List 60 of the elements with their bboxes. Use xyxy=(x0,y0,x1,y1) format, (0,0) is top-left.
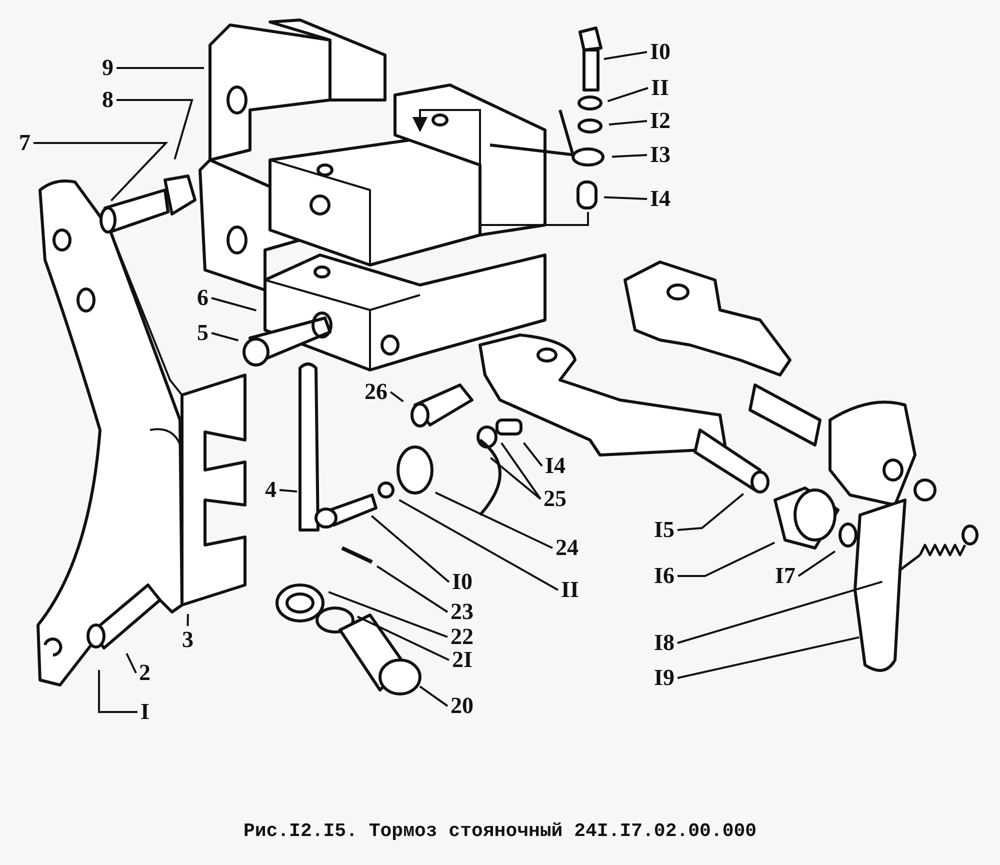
callout-number: I4 xyxy=(544,454,566,478)
callout-number: I0 xyxy=(451,570,474,594)
callout-number: I7 xyxy=(774,564,796,588)
leader-line xyxy=(211,332,238,342)
callout-number: 7 xyxy=(18,131,32,155)
leader-line xyxy=(607,87,648,102)
callout-number: 2 xyxy=(138,661,152,685)
leader-line xyxy=(798,550,836,577)
callout-number: I2 xyxy=(649,109,672,133)
leader-line xyxy=(500,442,542,500)
callout-number: 3 xyxy=(181,628,194,652)
callout-number: 25 xyxy=(542,487,568,511)
callout-number: I5 xyxy=(653,518,676,542)
leader-line xyxy=(435,492,553,549)
leader-line xyxy=(490,457,542,500)
leader-line xyxy=(522,442,543,467)
leader-line xyxy=(116,67,204,69)
leader-line xyxy=(604,196,648,200)
leader-line xyxy=(398,499,558,591)
callout-number: I8 xyxy=(653,631,676,655)
leader-line xyxy=(186,614,189,626)
callout-number: I3 xyxy=(649,143,672,167)
leader-line xyxy=(612,154,648,158)
figure-caption: Рис.I2.I5. Тормоз стояночный 24I.I7.02.00.000 xyxy=(242,820,758,842)
callout-number: II xyxy=(650,76,670,100)
callout-number: I6 xyxy=(653,564,676,588)
leader-line xyxy=(279,489,298,492)
leader-line xyxy=(608,120,648,126)
leader-line xyxy=(211,297,256,312)
leader-line xyxy=(357,616,450,661)
callout-number: 26 xyxy=(364,380,388,404)
callout-number: 6 xyxy=(196,286,210,310)
callout-number: 5 xyxy=(196,321,210,345)
leader-line xyxy=(376,565,448,613)
leader-line xyxy=(116,99,194,160)
leader-line xyxy=(390,391,404,402)
leader-line xyxy=(677,542,776,577)
leader-line xyxy=(677,580,883,644)
leader-line xyxy=(126,652,137,674)
callout-number: 2I xyxy=(451,648,474,672)
callout-number: II xyxy=(560,578,580,602)
leader-line xyxy=(677,493,744,531)
callout-number: I9 xyxy=(653,666,676,690)
callout-number: I0 xyxy=(649,40,672,64)
leader-line xyxy=(98,670,138,713)
callout-number: 24 xyxy=(554,536,580,560)
callout-number: I4 xyxy=(649,187,672,211)
leader-line xyxy=(604,51,648,60)
leader-line xyxy=(677,636,860,679)
leader-line xyxy=(419,686,448,707)
callout-number: 4 xyxy=(264,478,278,502)
leader-line xyxy=(370,515,450,583)
callout-number: I xyxy=(140,700,150,724)
callout-number: 8 xyxy=(101,88,114,112)
leader-line xyxy=(34,142,168,202)
callout-number: 20 xyxy=(450,694,474,718)
callout-number: 9 xyxy=(101,56,114,80)
callout-number: 23 xyxy=(450,600,474,624)
leader-line xyxy=(328,591,448,638)
callout-number: 22 xyxy=(450,625,474,649)
